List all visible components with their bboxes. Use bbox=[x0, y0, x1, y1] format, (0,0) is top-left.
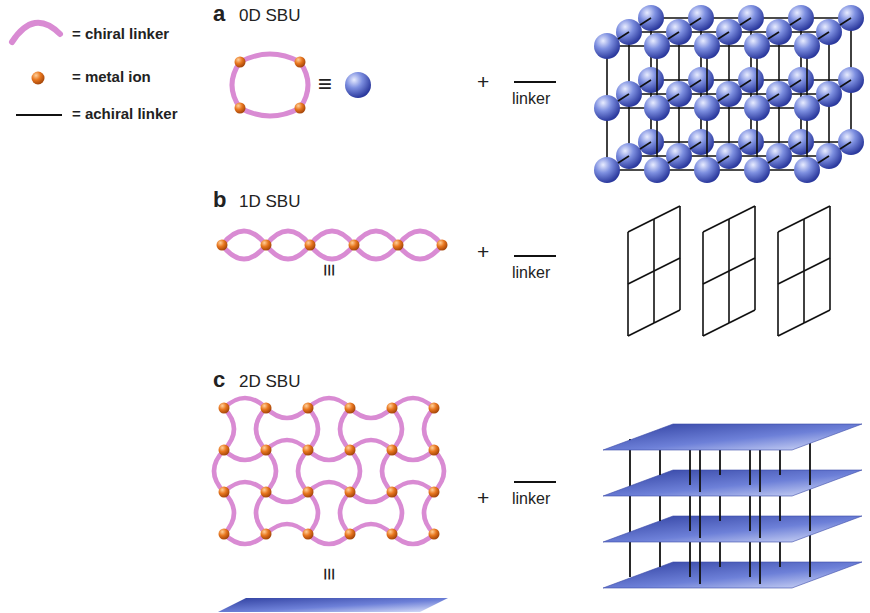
equivalence-sign: ≡ bbox=[316, 568, 340, 581]
one-d-sbu bbox=[222, 231, 442, 259]
panel-letter: a bbox=[213, 2, 225, 26]
panel-title: 1D SBU bbox=[239, 193, 300, 212]
achiral-linker-sample bbox=[16, 114, 62, 116]
plus-sign: + bbox=[477, 486, 489, 509]
two-d-framework bbox=[603, 424, 862, 588]
linker-bar bbox=[514, 481, 556, 483]
metal-ions bbox=[217, 240, 448, 251]
panel-letter: c bbox=[213, 368, 225, 392]
equivalence-sign: ≡ bbox=[316, 264, 340, 277]
legend-text: = achiral linker bbox=[72, 106, 177, 123]
legend-text: = metal ion bbox=[72, 69, 151, 86]
zero-d-sbu bbox=[232, 54, 308, 116]
linker-label: linker bbox=[512, 90, 550, 108]
chiral-linker-sample bbox=[12, 23, 60, 42]
plus-sign: + bbox=[477, 70, 489, 93]
panel-letter: b bbox=[213, 188, 226, 212]
linker-label: linker bbox=[512, 490, 550, 508]
metal-ion-sample bbox=[32, 72, 45, 85]
metal-ions bbox=[219, 403, 440, 540]
plus-sign: + bbox=[477, 240, 489, 263]
equivalence-sign: ≡ bbox=[318, 71, 332, 97]
legend-text: = chiral linker bbox=[72, 26, 169, 43]
metal-ions bbox=[235, 57, 306, 114]
slab-symbol bbox=[218, 598, 448, 612]
sbu-sphere bbox=[345, 72, 371, 98]
rod-symbol bbox=[218, 289, 446, 295]
panel-title: 0D SBU bbox=[239, 7, 300, 26]
two-d-sbu bbox=[214, 398, 444, 544]
one-d-framework bbox=[598, 206, 862, 336]
linker-bar bbox=[514, 81, 556, 83]
panel-title: 2D SBU bbox=[239, 373, 300, 392]
linker-bar bbox=[514, 255, 556, 257]
zero-d-framework bbox=[594, 5, 864, 183]
linker-label: linker bbox=[512, 264, 550, 282]
